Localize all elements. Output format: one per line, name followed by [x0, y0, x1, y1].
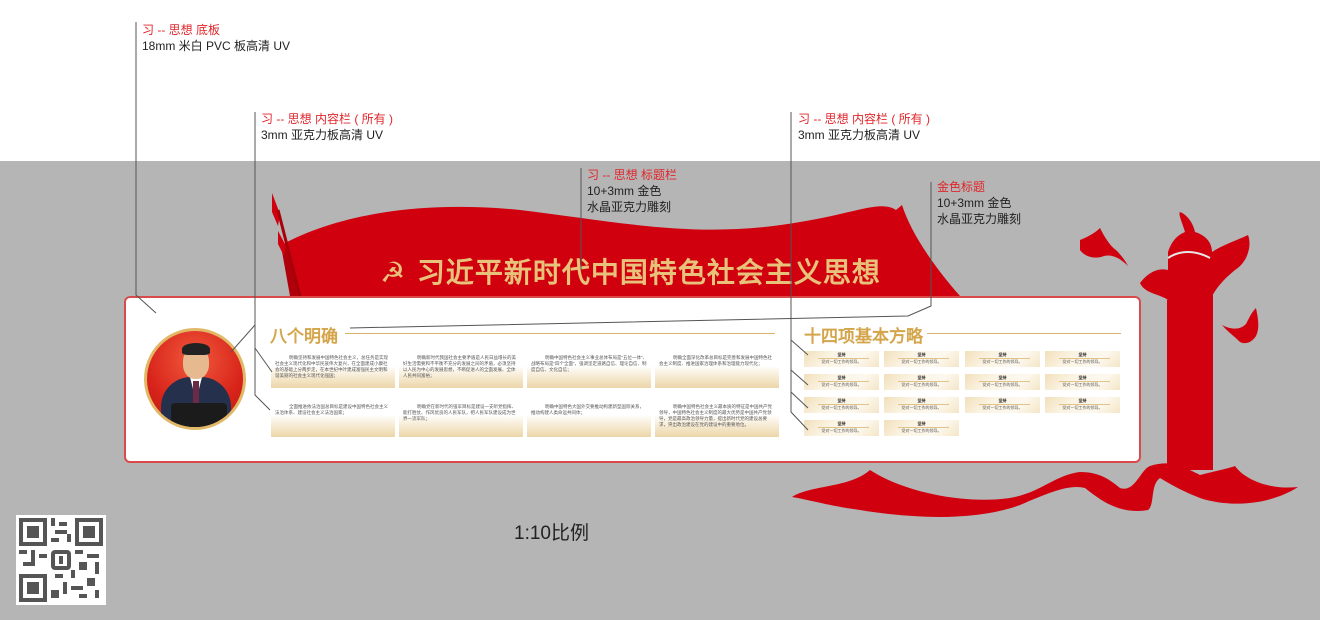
clarification-card: 明确新时代我国社会主要矛盾是人民日益增长的美好生活需要和不平衡不充分的发展之间的… — [399, 351, 523, 388]
strategy-tile: 坚持党对一切工作的领导。 — [884, 374, 959, 390]
annotation-content-right: 习 -- 思想 内容栏 ( 所有 ) 3mm 亚克力板高清 UV — [798, 112, 930, 142]
huabiao-column-icon — [1140, 212, 1250, 470]
strategy-tile: 坚持党对一切工作的领导。 — [884, 420, 959, 436]
strategy-tile: 坚持党对一切工作的领导。 — [804, 397, 879, 413]
clarification-card: 明确中国特色社会主义事业总体布局是“五位一体”、战略布局是“四个全面”，强调坚定… — [527, 351, 651, 388]
section-title-fourteen-strategies: 十四项基本方略 — [804, 327, 923, 347]
clarification-card: 明确中国特色大国外交要推动构建新型国际关系，推动构建人类命运共同体； — [527, 400, 651, 437]
banner-title: ☭ 习近平新时代中国特色社会主义思想 — [380, 256, 881, 289]
strategy-tile: 坚持党对一切工作的领导。 — [965, 397, 1040, 413]
strategy-tile: 坚持党对一切工作的领导。 — [1045, 397, 1120, 413]
red-ribbon-icon — [792, 463, 1298, 517]
dove-icon — [1080, 228, 1259, 344]
scale-label: 1:10比例 — [514, 523, 589, 544]
annotation-gold-title: 金色标题 10+3mm 金色 水晶亚克力雕刻 — [937, 180, 1022, 226]
annotation-base-board: 习 -- 思想 底板 18mm 米白 PVC 板高清 UV — [142, 23, 291, 53]
annotation-title-bar: 习 -- 思想 标题栏 10+3mm 金色 水晶亚克力雕刻 — [587, 168, 677, 214]
clarification-card: 明确中国特色社会主义最本质的特征是中国共产党领导，中国特色社会主义制度的最大优势… — [655, 400, 779, 437]
divider — [927, 333, 1121, 334]
strategy-tile: 坚持党对一切工作的领导。 — [965, 374, 1040, 390]
strategy-tile: 坚持党对一切工作的领导。 — [804, 420, 879, 436]
clarification-card: 明确党在新时代的强军目标是建设一支听党指挥、能打胜仗、作风优良的人民军队，把人民… — [399, 400, 523, 437]
leader-portrait — [144, 328, 246, 430]
clarification-card: 全面推进依法治国总目标是建设中国特色社会主义法治体系、建设社会主义法治国家； — [271, 400, 395, 437]
strategy-tile: 坚持党对一切工作的领导。 — [804, 374, 879, 390]
clarification-card: 明确坚持和发展中国特色社会主义，总任务是实现社会主义现代化和中华民族伟大复兴，在… — [271, 351, 395, 388]
strategy-tile: 坚持党对一切工作的领导。 — [965, 351, 1040, 367]
hammer-sickle-icon: ☭ — [380, 256, 417, 289]
strategy-tile: 坚持党对一切工作的领导。 — [1045, 374, 1120, 390]
strategy-tile: 坚持党对一切工作的领导。 — [884, 351, 959, 367]
section-title-eight-clarifications: 八个明确 — [270, 327, 338, 347]
divider — [345, 333, 775, 334]
strategy-tile: 坚持党对一切工作的领导。 — [804, 351, 879, 367]
strategy-tile: 坚持党对一切工作的领导。 — [1045, 351, 1120, 367]
clarification-card: 明确全面深化改革总目标是完善和发展中国特色社会主义制度、推进国家治理体系和治理能… — [655, 351, 779, 388]
annotation-content-left: 习 -- 思想 内容栏 ( 所有 ) 3mm 亚克力板高清 UV — [261, 112, 393, 142]
strategy-tile: 坚持党对一切工作的领导。 — [884, 397, 959, 413]
qr-code-icon — [16, 515, 106, 605]
